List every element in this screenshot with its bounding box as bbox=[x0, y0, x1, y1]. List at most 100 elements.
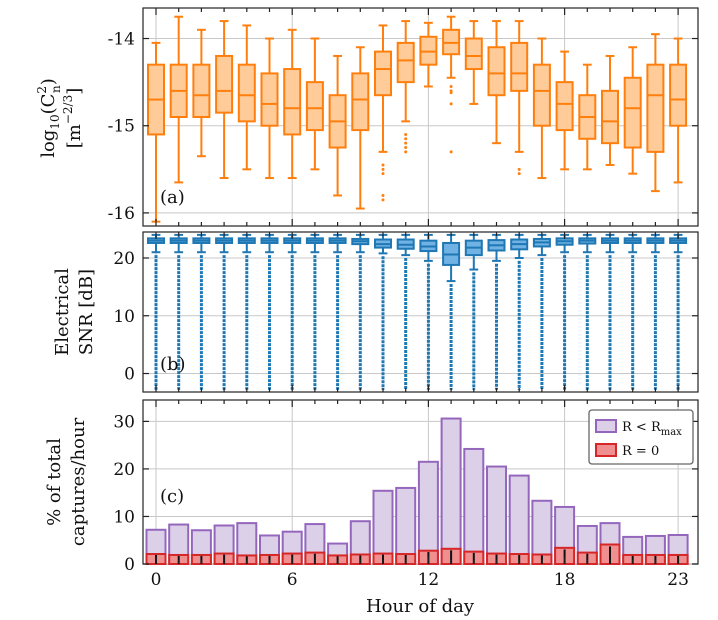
box-hour-23 bbox=[669, 37, 688, 184]
box-hour-1 bbox=[169, 15, 188, 184]
box-hour-19 bbox=[578, 63, 597, 171]
legend: R < Rmax R = 0 bbox=[588, 409, 694, 465]
box-hour-12 bbox=[419, 233, 438, 390]
box-flier bbox=[381, 167, 385, 171]
box-iqr bbox=[669, 63, 688, 127]
x-axis-label: Hour of day bbox=[366, 596, 475, 617]
box-iqr bbox=[464, 37, 483, 71]
box-hour-9 bbox=[351, 46, 370, 210]
x-tick-label: 23 bbox=[667, 570, 689, 590]
panel-b-xticks bbox=[155, 232, 679, 392]
panel-a-xticks bbox=[155, 8, 679, 226]
box-hour-23 bbox=[669, 233, 688, 390]
panel-a-ylabel: log10(C2n) [m−2/3] bbox=[35, 78, 85, 158]
box-hour-14 bbox=[464, 233, 483, 390]
panel-a-boxes bbox=[147, 15, 688, 223]
panel-c-xticks: 0 6 12 18 23 bbox=[151, 400, 689, 590]
panel-b: 0 10 20 (b) Electrical SNR [dB] bbox=[52, 231, 699, 393]
panel-b-yticks: 0 10 20 bbox=[113, 249, 698, 385]
box-iqr bbox=[646, 63, 665, 153]
bar-r-lt-rmax-hour-12 bbox=[417, 460, 439, 565]
panel-c-ylabel-line1: % of total bbox=[44, 438, 65, 526]
box-hour-9 bbox=[351, 233, 370, 390]
box-iqr bbox=[237, 63, 256, 123]
box-hour-19 bbox=[578, 233, 597, 390]
panel-b-ylabel: Electrical SNR [dB] bbox=[52, 268, 97, 356]
box-flier bbox=[404, 146, 408, 150]
legend-swatch-r-eq-0 bbox=[595, 443, 617, 457]
box-hour-22 bbox=[646, 33, 665, 193]
panel-c-ytick-label: 20 bbox=[113, 460, 135, 480]
panel-a-ytick-label: -15 bbox=[108, 117, 135, 137]
box-iqr bbox=[487, 46, 506, 97]
panel-b-grid bbox=[143, 232, 698, 392]
box-hour-11 bbox=[396, 20, 415, 154]
x-tick-label: 12 bbox=[418, 570, 440, 590]
box-hour-3 bbox=[215, 20, 234, 180]
panel-a-yticks: -16-15-14 bbox=[108, 30, 698, 224]
panel-b-ytick-label: 10 bbox=[113, 307, 135, 327]
box-hour-13 bbox=[442, 15, 461, 154]
panel-c-ylabel-line2: captures/hour bbox=[68, 417, 89, 546]
panel-a: -16-15-14 (a) log10(C2n) [m−2/3] bbox=[35, 7, 699, 227]
panel-a-ytick-label: -14 bbox=[108, 30, 135, 50]
bar-r-lt-rmax-hour-14 bbox=[463, 447, 485, 565]
box-hour-10 bbox=[374, 24, 392, 202]
x-tick-label: 6 bbox=[287, 570, 298, 590]
box-hour-15 bbox=[487, 20, 506, 145]
box-iqr bbox=[215, 54, 234, 114]
box-hour-3 bbox=[215, 233, 234, 390]
panel-c: 0 10 20 30 0 6 12 18 23 (c) % of total captures… bbox=[44, 399, 699, 590]
box-hour-20 bbox=[601, 233, 619, 390]
panel-c-ytick-label: 10 bbox=[113, 507, 135, 527]
bar-r-lt-rmax-hour-15 bbox=[486, 465, 507, 565]
box-hour-0 bbox=[147, 233, 165, 390]
box-flier bbox=[381, 193, 385, 197]
panel-b-ytick-label: 0 bbox=[124, 365, 135, 385]
box-hour-12 bbox=[419, 21, 438, 88]
box-flier bbox=[381, 172, 385, 176]
panel-c-ytick-label: 30 bbox=[113, 412, 135, 432]
panel-c-label: (c) bbox=[160, 486, 184, 507]
box-hour-8 bbox=[328, 54, 347, 197]
box-flier bbox=[404, 132, 408, 136]
box-flier bbox=[517, 172, 521, 176]
legend-swatch-r-lt-rmax bbox=[595, 419, 617, 433]
box-flier bbox=[404, 141, 408, 145]
box-flier bbox=[449, 84, 453, 88]
box-flier bbox=[517, 167, 521, 171]
box-iqr bbox=[351, 72, 370, 132]
panel-b-ylabel-line2: SNR [dB] bbox=[76, 269, 97, 355]
panel-a-frame bbox=[142, 7, 699, 227]
box-iqr bbox=[396, 41, 415, 84]
panel-c-ytick-label: 0 bbox=[124, 555, 135, 575]
panel-b-boxes bbox=[147, 233, 688, 390]
panel-b-ytick-label: 20 bbox=[113, 249, 135, 269]
x-tick-label: 18 bbox=[554, 570, 576, 590]
panel-a-label: (a) bbox=[160, 187, 185, 208]
box-iqr bbox=[374, 50, 392, 97]
panel-a-ylabel-line2: [m−2/3] bbox=[61, 88, 85, 149]
bar-r-lt-rmax-hour-13 bbox=[440, 417, 462, 565]
bar-r-lt-rmax-hour-16 bbox=[508, 474, 530, 565]
panel-b-ylabel-line1: Electrical bbox=[52, 268, 73, 356]
box-iqr bbox=[305, 81, 324, 132]
box-hour-21 bbox=[623, 46, 642, 175]
box-hour-14 bbox=[464, 20, 483, 105]
box-flier bbox=[449, 102, 453, 106]
box-hour-13 bbox=[442, 233, 461, 390]
x-tick-label: 0 bbox=[151, 570, 162, 590]
panel-a-ylabel-line1: log10(C2n) bbox=[35, 78, 63, 158]
panel-b-label: (b) bbox=[160, 354, 186, 375]
box-hour-16 bbox=[510, 20, 529, 176]
box-hour-20 bbox=[601, 54, 619, 166]
box-hour-11 bbox=[396, 233, 415, 390]
box-hour-16 bbox=[510, 233, 529, 390]
box-iqr bbox=[192, 63, 211, 118]
box-iqr bbox=[623, 76, 642, 149]
box-hour-17 bbox=[532, 37, 551, 180]
box-hour-15 bbox=[487, 233, 506, 390]
box-iqr bbox=[601, 89, 619, 145]
box-iqr bbox=[555, 81, 574, 132]
